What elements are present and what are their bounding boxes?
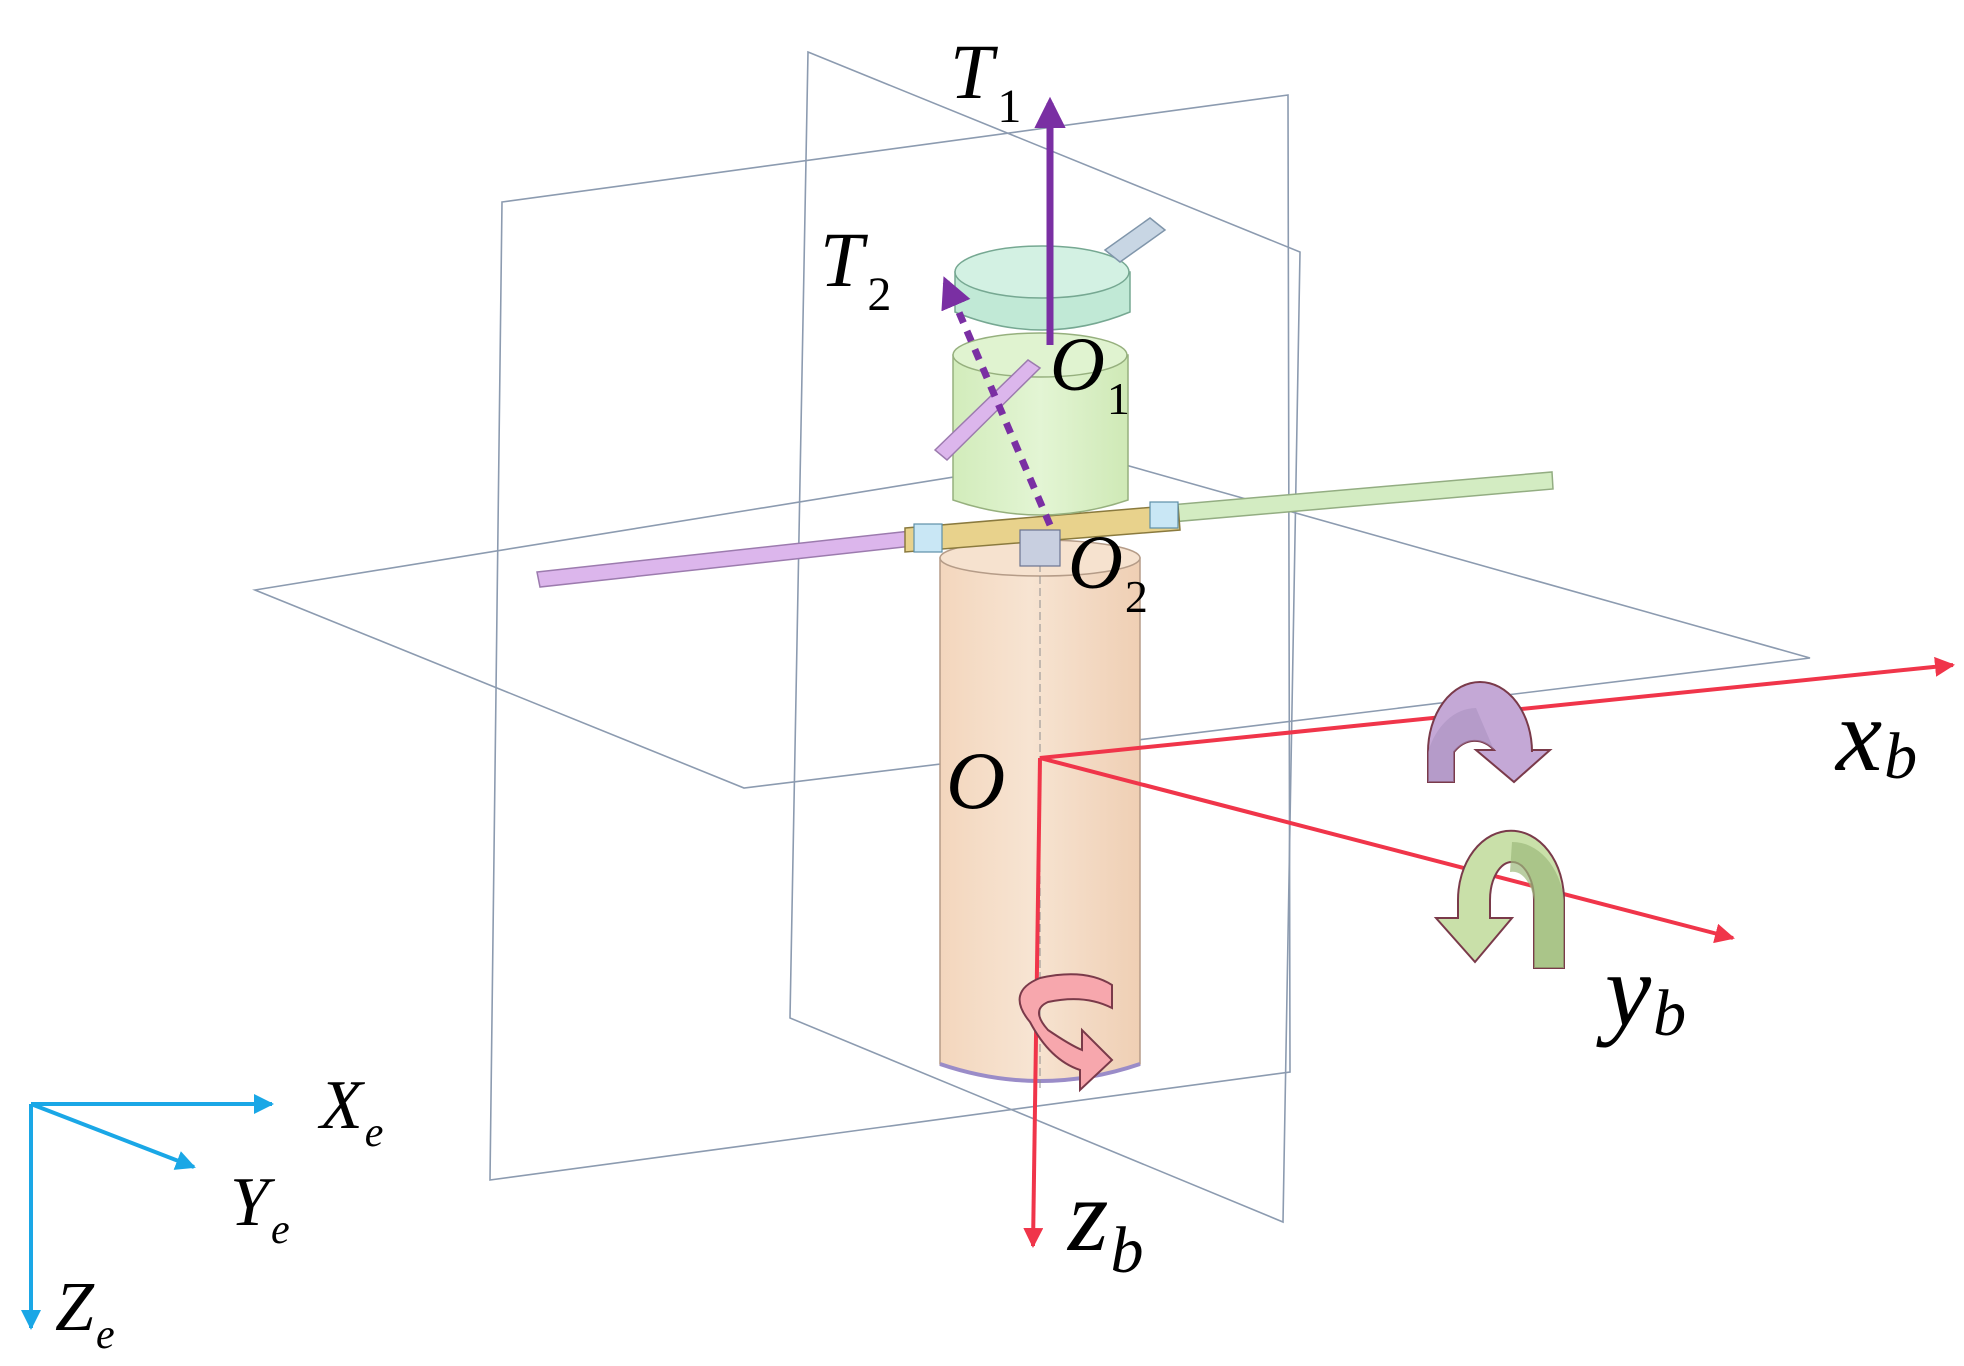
aircraft-model: [536, 217, 1554, 1090]
label-zb: zb: [1066, 1158, 1143, 1287]
label-ze: Ze: [55, 1269, 115, 1358]
roll-curved-arrow-icon: [1427, 681, 1553, 784]
pitch-curved-arrow-icon: [1433, 829, 1565, 969]
thrust-vectors: [941, 96, 1066, 527]
label-t2: T2: [820, 216, 891, 321]
reference-planes: [252, 50, 1811, 1224]
vertical-plane-right: [789, 50, 1301, 1224]
yb-axis: [1039, 756, 1735, 944]
lower-rotor-arms: [536, 471, 1554, 588]
label-t1: T1: [950, 28, 1021, 133]
labels: T1 T2 O1 O2 O xb yb zb Xe Ye Ze: [55, 28, 1917, 1358]
label-xb: xb: [1834, 678, 1917, 793]
earth-axes: [21, 1094, 274, 1330]
vertical-plane-left: [489, 94, 1291, 1181]
label-xe: Xe: [317, 1067, 383, 1156]
label-o1: O1: [1050, 323, 1130, 424]
label-ye: Ye: [230, 1164, 290, 1253]
label-o: O: [946, 735, 1005, 826]
thrust-t2-arrow: [941, 276, 1054, 527]
yaw-curved-arrow-icon: [1018, 973, 1114, 1093]
top-disc: [954, 217, 1167, 331]
horizontal-plane: [252, 454, 1811, 789]
label-yb: yb: [1596, 933, 1686, 1050]
upper-rotor-arm: [933, 359, 1042, 462]
label-o2: O2: [1068, 521, 1148, 622]
ye-axis: [30, 1102, 196, 1170]
